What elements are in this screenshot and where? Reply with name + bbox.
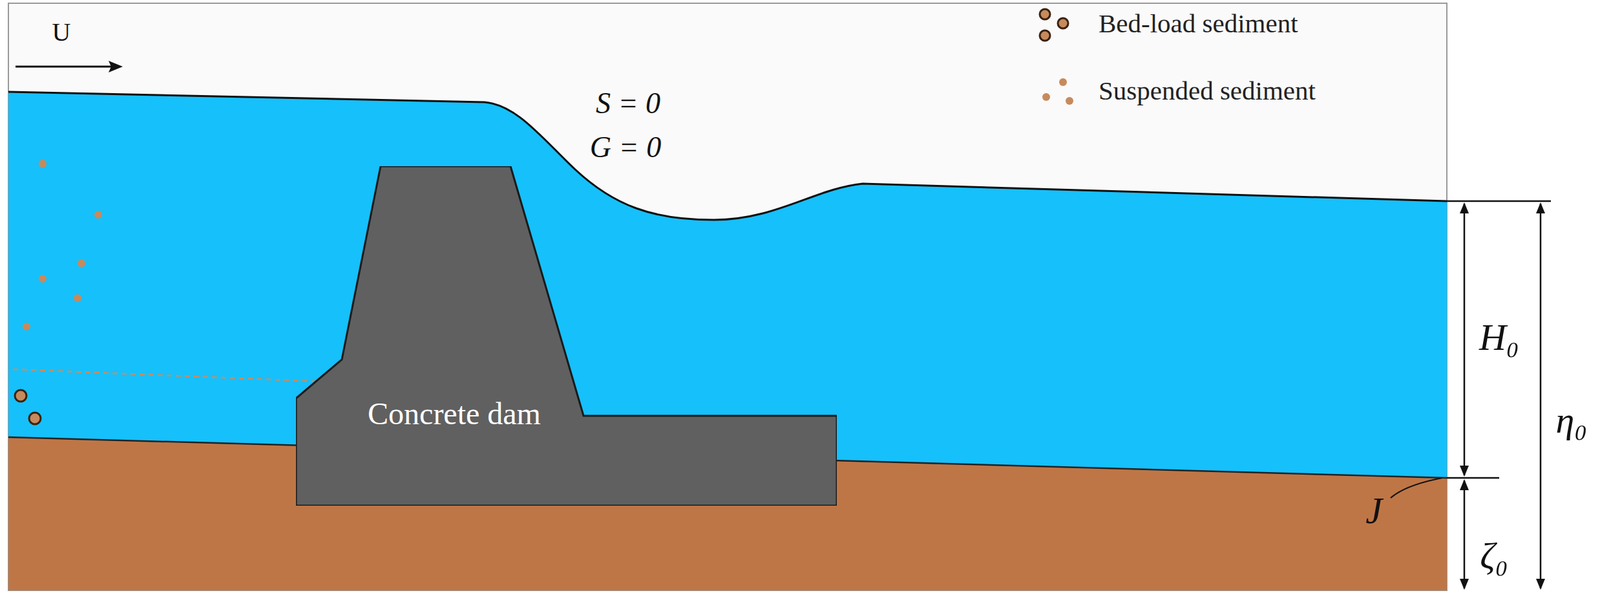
boundary-condition: S = 0 [595,88,661,119]
velocity-label: U [52,19,72,46]
leader-line [1390,477,1443,498]
bedload-grains [14,389,41,424]
legend-text: Bed-load sediment [1098,10,1299,37]
frame [8,3,1447,590]
dam-label: Concrete dam [367,398,541,430]
dimension-arrowheads [1459,202,1546,590]
dimension-lines [1446,200,1551,589]
free-surface [8,91,1447,220]
legend-bedload-icon [1039,9,1069,41]
dam-body: Concrete dam [295,166,837,506]
slope-label: J [1365,491,1383,530]
legend-text: Suspended sediment [1098,77,1316,105]
boundary-condition: G = 0 [589,132,662,163]
depth-label: H₀ [1479,318,1520,357]
surface-elevation-label: η₀ [1556,401,1588,439]
dam-outline [295,166,837,506]
dam-shape [295,166,837,506]
legend-suspended-icon [1042,78,1074,105]
suspended-dots [22,159,103,331]
flow-arrow [15,60,123,73]
bed-elevation-label: ζ₀ [1479,536,1509,575]
dashed-line [12,368,322,382]
